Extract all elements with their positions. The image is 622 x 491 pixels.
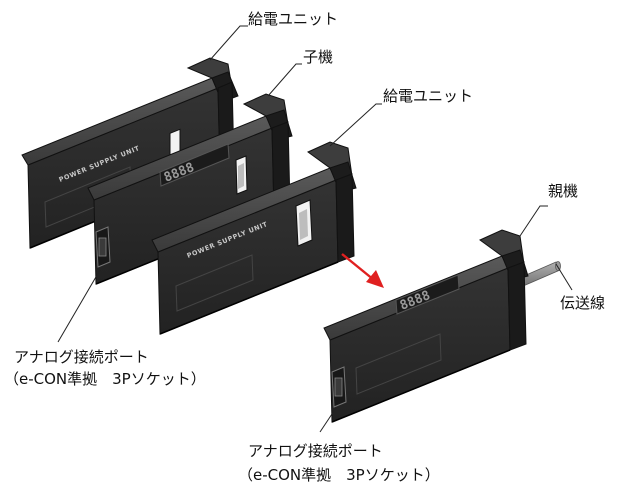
- label-power-supply-2: 給電ユニット: [383, 87, 473, 105]
- main-unit: 8888: [323, 229, 529, 423]
- label-analog-port-right-1: アナログ接続ポート: [248, 442, 383, 460]
- arrow-icon: [341, 253, 384, 288]
- leader-lines: [57, 25, 573, 433]
- label-analog-port-left-1: アナログ接続ポート: [14, 348, 149, 366]
- label-power-supply-1: 給電ユニット: [248, 10, 338, 28]
- label-sub-unit: 子機: [303, 48, 333, 66]
- power-supply-unit-2: POWER SUPPLY UNIT: [151, 141, 357, 335]
- power-supply-unit-1: POWER SUPPLY UNIT: [21, 57, 239, 249]
- analog-port-socket-left: [98, 237, 107, 257]
- label-transmission-line: 伝送線: [560, 294, 605, 312]
- label-analog-port-right-2: （e-CON準拠 3Pソケット）: [238, 466, 440, 484]
- label-main-unit: 親機: [548, 182, 578, 200]
- label-analog-port-left-2: （e-CON準拠 3Pソケット）: [4, 370, 206, 388]
- analog-port-socket-right: [334, 377, 343, 397]
